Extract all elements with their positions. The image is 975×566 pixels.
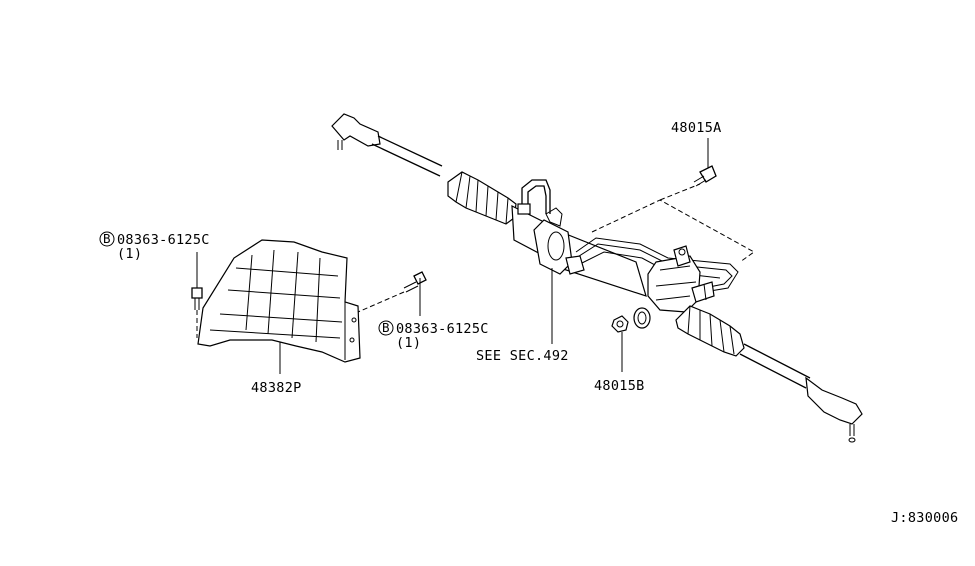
clamp-bolt[interactable] <box>693 165 717 187</box>
bolt-center[interactable] <box>357 271 427 313</box>
part-number: 08363-6125C <box>396 321 489 337</box>
bolt-upper-left[interactable] <box>191 287 203 338</box>
steering-gear-cover[interactable] <box>197 239 361 363</box>
badge-b-icon: B <box>382 320 390 335</box>
label-nut: 48015B <box>594 378 645 394</box>
label-gear-ref: SEE SEC.492 <box>476 348 569 364</box>
badge-b-icon: B <box>103 231 111 246</box>
label-bolt-center: B 08363-6125C (1) <box>378 320 489 351</box>
lock-nut[interactable] <box>611 315 629 333</box>
quantity: (1) <box>396 335 421 351</box>
diagram-id: J:830006 <box>891 510 958 526</box>
label-clamp-bolt: 48015A <box>671 120 722 136</box>
label-cover: 48382P <box>251 380 302 396</box>
label-bolt-upper-left: B 08363-6125C (1) <box>99 231 210 262</box>
steering-gear-assembly[interactable] <box>331 113 863 443</box>
mounting-guide-lines <box>591 183 755 263</box>
quantity: (1) <box>117 246 142 262</box>
part-number: 08363-6125C <box>117 232 210 248</box>
